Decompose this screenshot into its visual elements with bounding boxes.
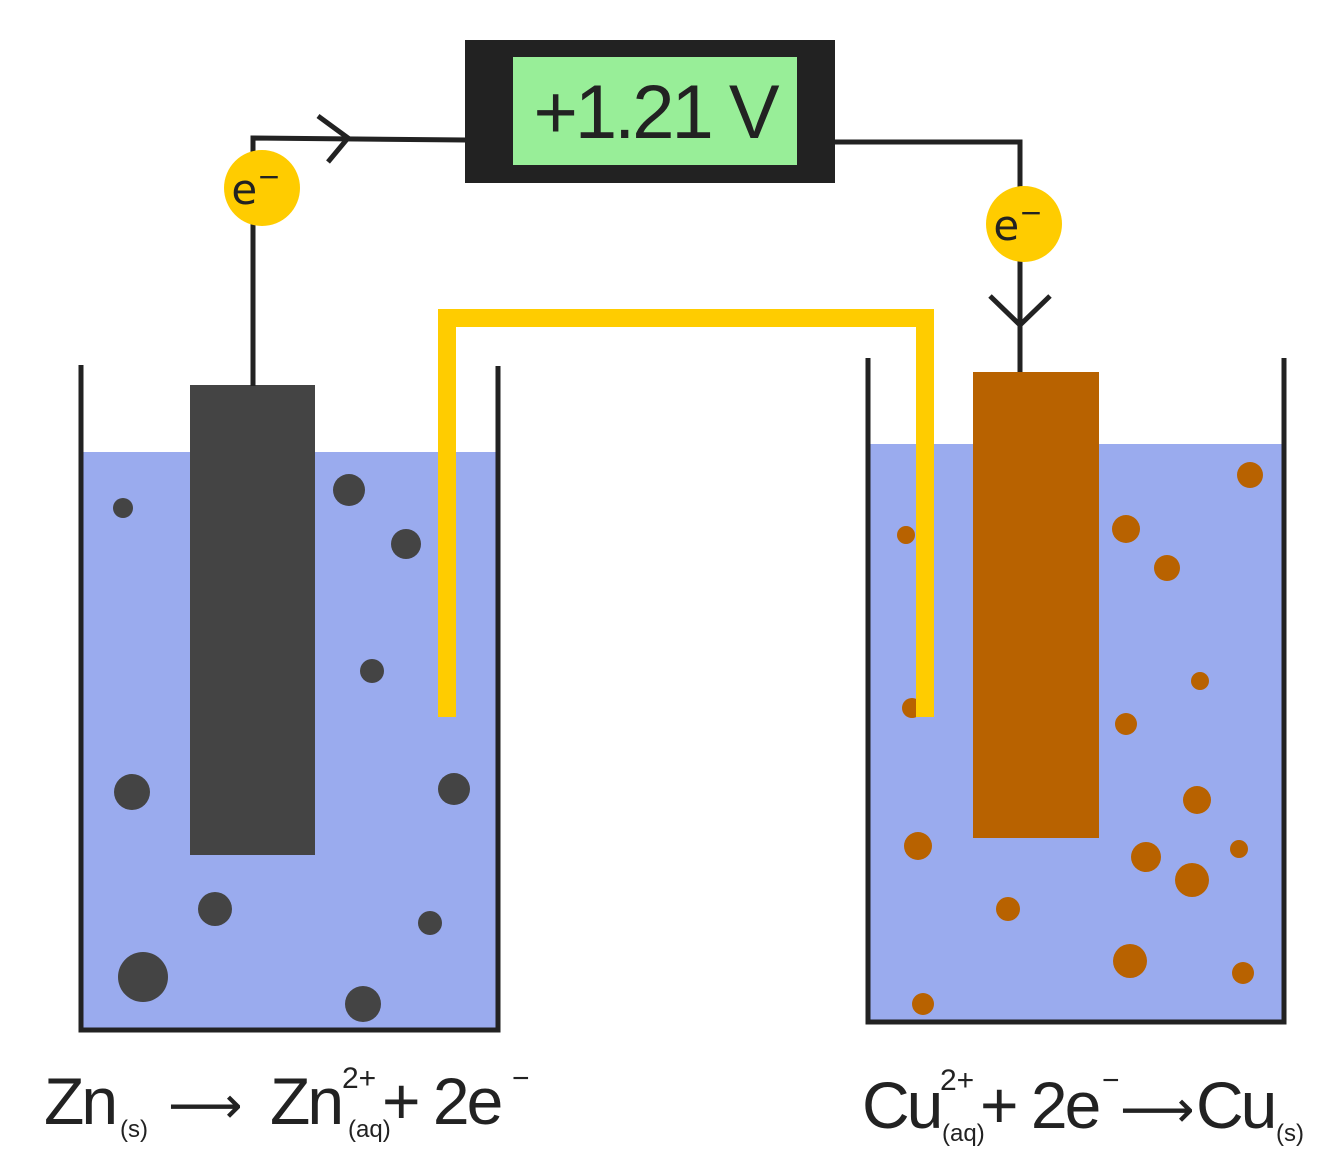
right-wire: [834, 139, 1023, 372]
ion-dot: [1191, 672, 1209, 690]
ion-dot: [1112, 515, 1140, 543]
ion-dot: [1230, 840, 1248, 858]
ion-dot: [1113, 944, 1147, 978]
left-wire: [250, 135, 467, 386]
right-beaker: [865, 358, 1287, 1025]
ion-dot: [360, 659, 384, 683]
ion-dot: [1115, 713, 1137, 735]
ion-dot: [1154, 555, 1180, 581]
zinc-electrode: [190, 385, 315, 855]
arrow-down-icon: [988, 294, 1052, 329]
ion-dot: [113, 498, 133, 518]
electron-icon: [986, 186, 1062, 262]
ion-dot: [996, 897, 1020, 921]
ion-dot: [333, 474, 365, 506]
ion-dot: [912, 993, 934, 1015]
zinc-ions: [113, 474, 470, 1022]
ion-dot: [118, 952, 168, 1002]
ion-dot: [1175, 863, 1209, 897]
ion-dot: [345, 986, 381, 1022]
ion-dot: [198, 892, 232, 926]
ion-dot: [904, 832, 932, 860]
electron-label: e−: [231, 160, 280, 214]
left-beaker: [78, 365, 501, 1033]
electron-icon: [224, 150, 300, 226]
copper-electrode: [973, 372, 1099, 838]
copper-ions: [897, 462, 1263, 1015]
ion-dot: [1237, 462, 1263, 488]
salt-bridge: [438, 309, 934, 717]
ion-dot: [438, 773, 470, 805]
voltage-reading: +1.21 V: [533, 70, 779, 155]
arrow-right-icon: [316, 113, 352, 164]
ion-dot: [1232, 962, 1254, 984]
ion-dot: [897, 526, 915, 544]
ion-dot: [418, 911, 442, 935]
electron-label: e−: [993, 196, 1042, 250]
ion-dot: [1183, 786, 1211, 814]
voltmeter-display: [513, 57, 797, 165]
ion-dot: [114, 774, 150, 810]
ion-dot: [391, 529, 421, 559]
ion-dot: [1131, 842, 1161, 872]
